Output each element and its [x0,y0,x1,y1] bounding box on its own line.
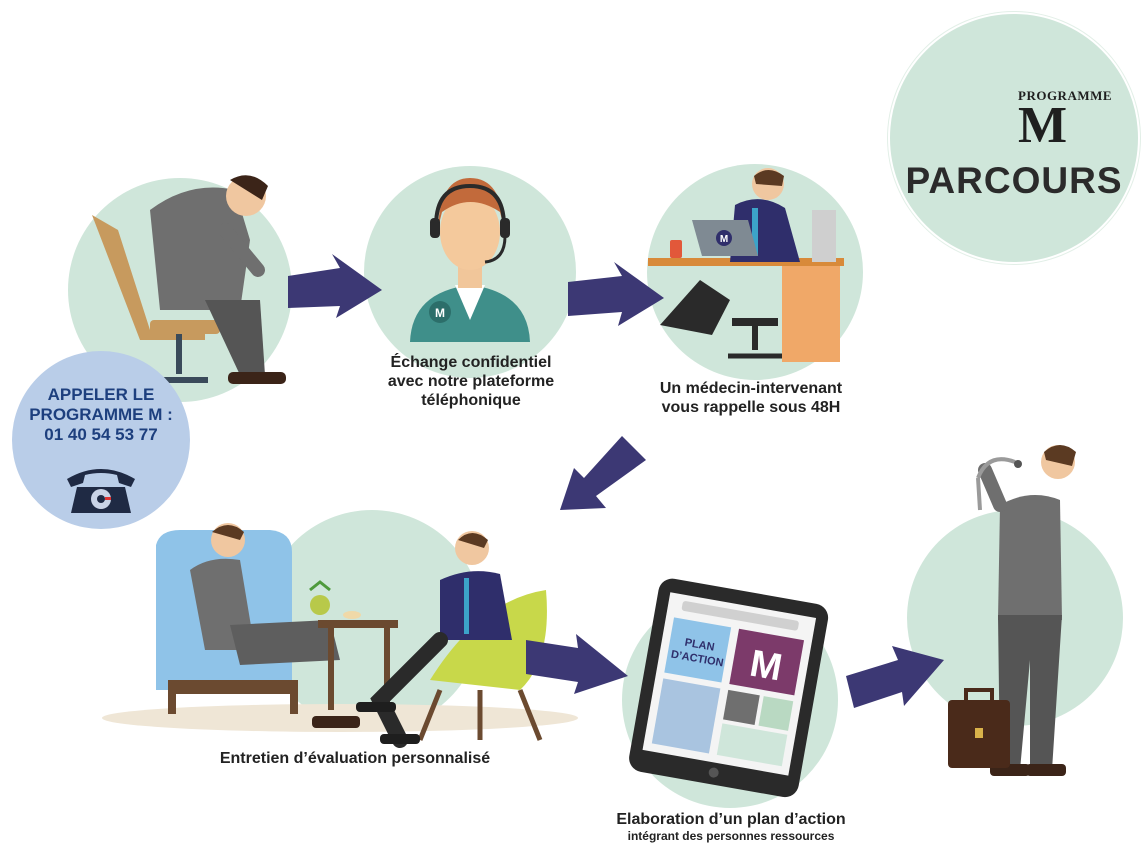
arrow-icon [560,436,646,510]
arrow-icon [526,634,628,694]
logo-m-letter: M [1018,97,1068,154]
programme-m-parcours-logo: PROGRAMME M PARCOURS [888,12,1140,264]
operator-badge-letter: M [435,306,445,320]
stethoscope-icon [976,457,1022,511]
briefcase-icon [948,688,1010,768]
letter-badge [429,301,451,323]
arrow-icon [568,262,664,326]
arrow-icon [288,254,382,318]
laptop-icon: M [692,220,758,256]
call-badge-line1: APPELER LE [47,385,155,404]
step-caption-action-plan: Elaboration d’un plan d’action intégrant… [616,811,846,843]
call-badge-phone: 01 40 54 53 77 [44,425,158,444]
tablet-letter: M [747,643,785,690]
call-programme-badge: APPELER LE PROGRAMME M : 01 40 54 53 77 [12,351,190,529]
step-caption-evaluation: Entretien d’évaluation personnalisé [219,750,491,767]
relieved-man-figure [978,445,1076,776]
headset-icon [430,183,510,264]
laptop-letter: M [720,234,728,245]
tablet-icon: PLAN D’ACTION M [629,578,829,798]
logo-title: PARCOURS [905,160,1123,201]
consultation-figure [102,523,578,748]
phone-icon [67,469,135,513]
doctor-at-desk-figure [648,168,844,362]
call-badge-line2: PROGRAMME M : [29,405,173,424]
step-caption-exchange: Échange confidentiel avec notre platefor… [387,354,555,409]
arrow-icon [846,646,944,708]
logo-programme-label: PROGRAMME [1018,88,1113,103]
tablet-plan-label-1: PLAN [684,637,716,654]
step-caption-doctor-callback: Un médecin-intervenant vous rappelle sou… [659,380,843,416]
